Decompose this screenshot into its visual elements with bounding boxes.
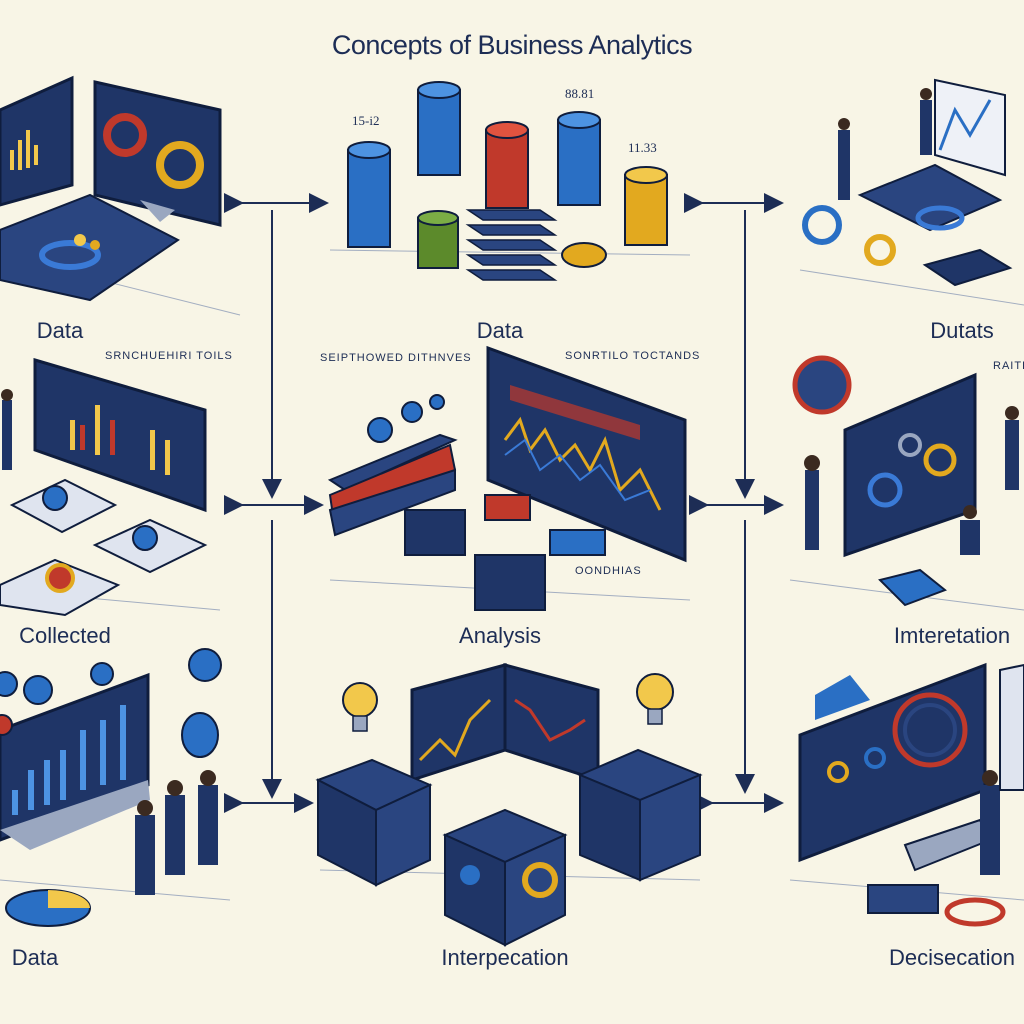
- annotation-tools-1: SRNCHUEHIRI TOILS: [105, 350, 233, 362]
- r2c2-stack: [327, 394, 606, 611]
- annotation-rait: RAITI: [993, 360, 1024, 372]
- r2c1-monitor: [33, 357, 207, 513]
- label-r2c2: Analysis: [459, 623, 541, 648]
- page-title: Concepts of Business Analytics: [331, 30, 693, 60]
- r3c2-charts: [410, 663, 600, 783]
- r1c1-monitor-left: [0, 75, 74, 207]
- r3c2-cubes: [315, 673, 703, 947]
- annotation-tools-2: SEIPTHOWED DITHNVES: [320, 352, 472, 364]
- label-r1c3: Dutats: [930, 318, 994, 343]
- r2c1-tiles: [0, 389, 208, 617]
- label-r3c1: Data: [11, 945, 59, 970]
- r2c3-monitor: [792, 355, 1019, 607]
- annotation-number-3: 11.33: [628, 140, 657, 155]
- annotation-number-2: 88.81: [565, 86, 595, 101]
- r1c2-cylinders: [347, 81, 668, 281]
- label-r2c3: Imteretation: [893, 623, 1011, 648]
- label-r3c2: Interpecation: [441, 945, 569, 970]
- annotation-sobs: OONDHIAS: [575, 565, 642, 577]
- label-r1c2: Data: [476, 318, 524, 343]
- annotation-tools-3: SONRTILO TOCTANDS: [565, 350, 701, 362]
- r1c1-monitor-right: [93, 80, 222, 227]
- r3c3-monitor: [798, 662, 1024, 927]
- r2c2-big-screen: [486, 345, 687, 563]
- r1c1-keyboard: [0, 193, 180, 302]
- r3c1-people-and-nodes: [0, 648, 222, 927]
- label-r1c1: Data: [36, 318, 84, 343]
- label-r3c3: Decisecation: [889, 945, 1015, 970]
- r3c1-monitor: [0, 672, 150, 850]
- r1c3-dashboard: [802, 78, 1013, 287]
- annotation-number-1: 15-i2: [352, 113, 380, 128]
- label-r2c1: Collected: [19, 623, 111, 648]
